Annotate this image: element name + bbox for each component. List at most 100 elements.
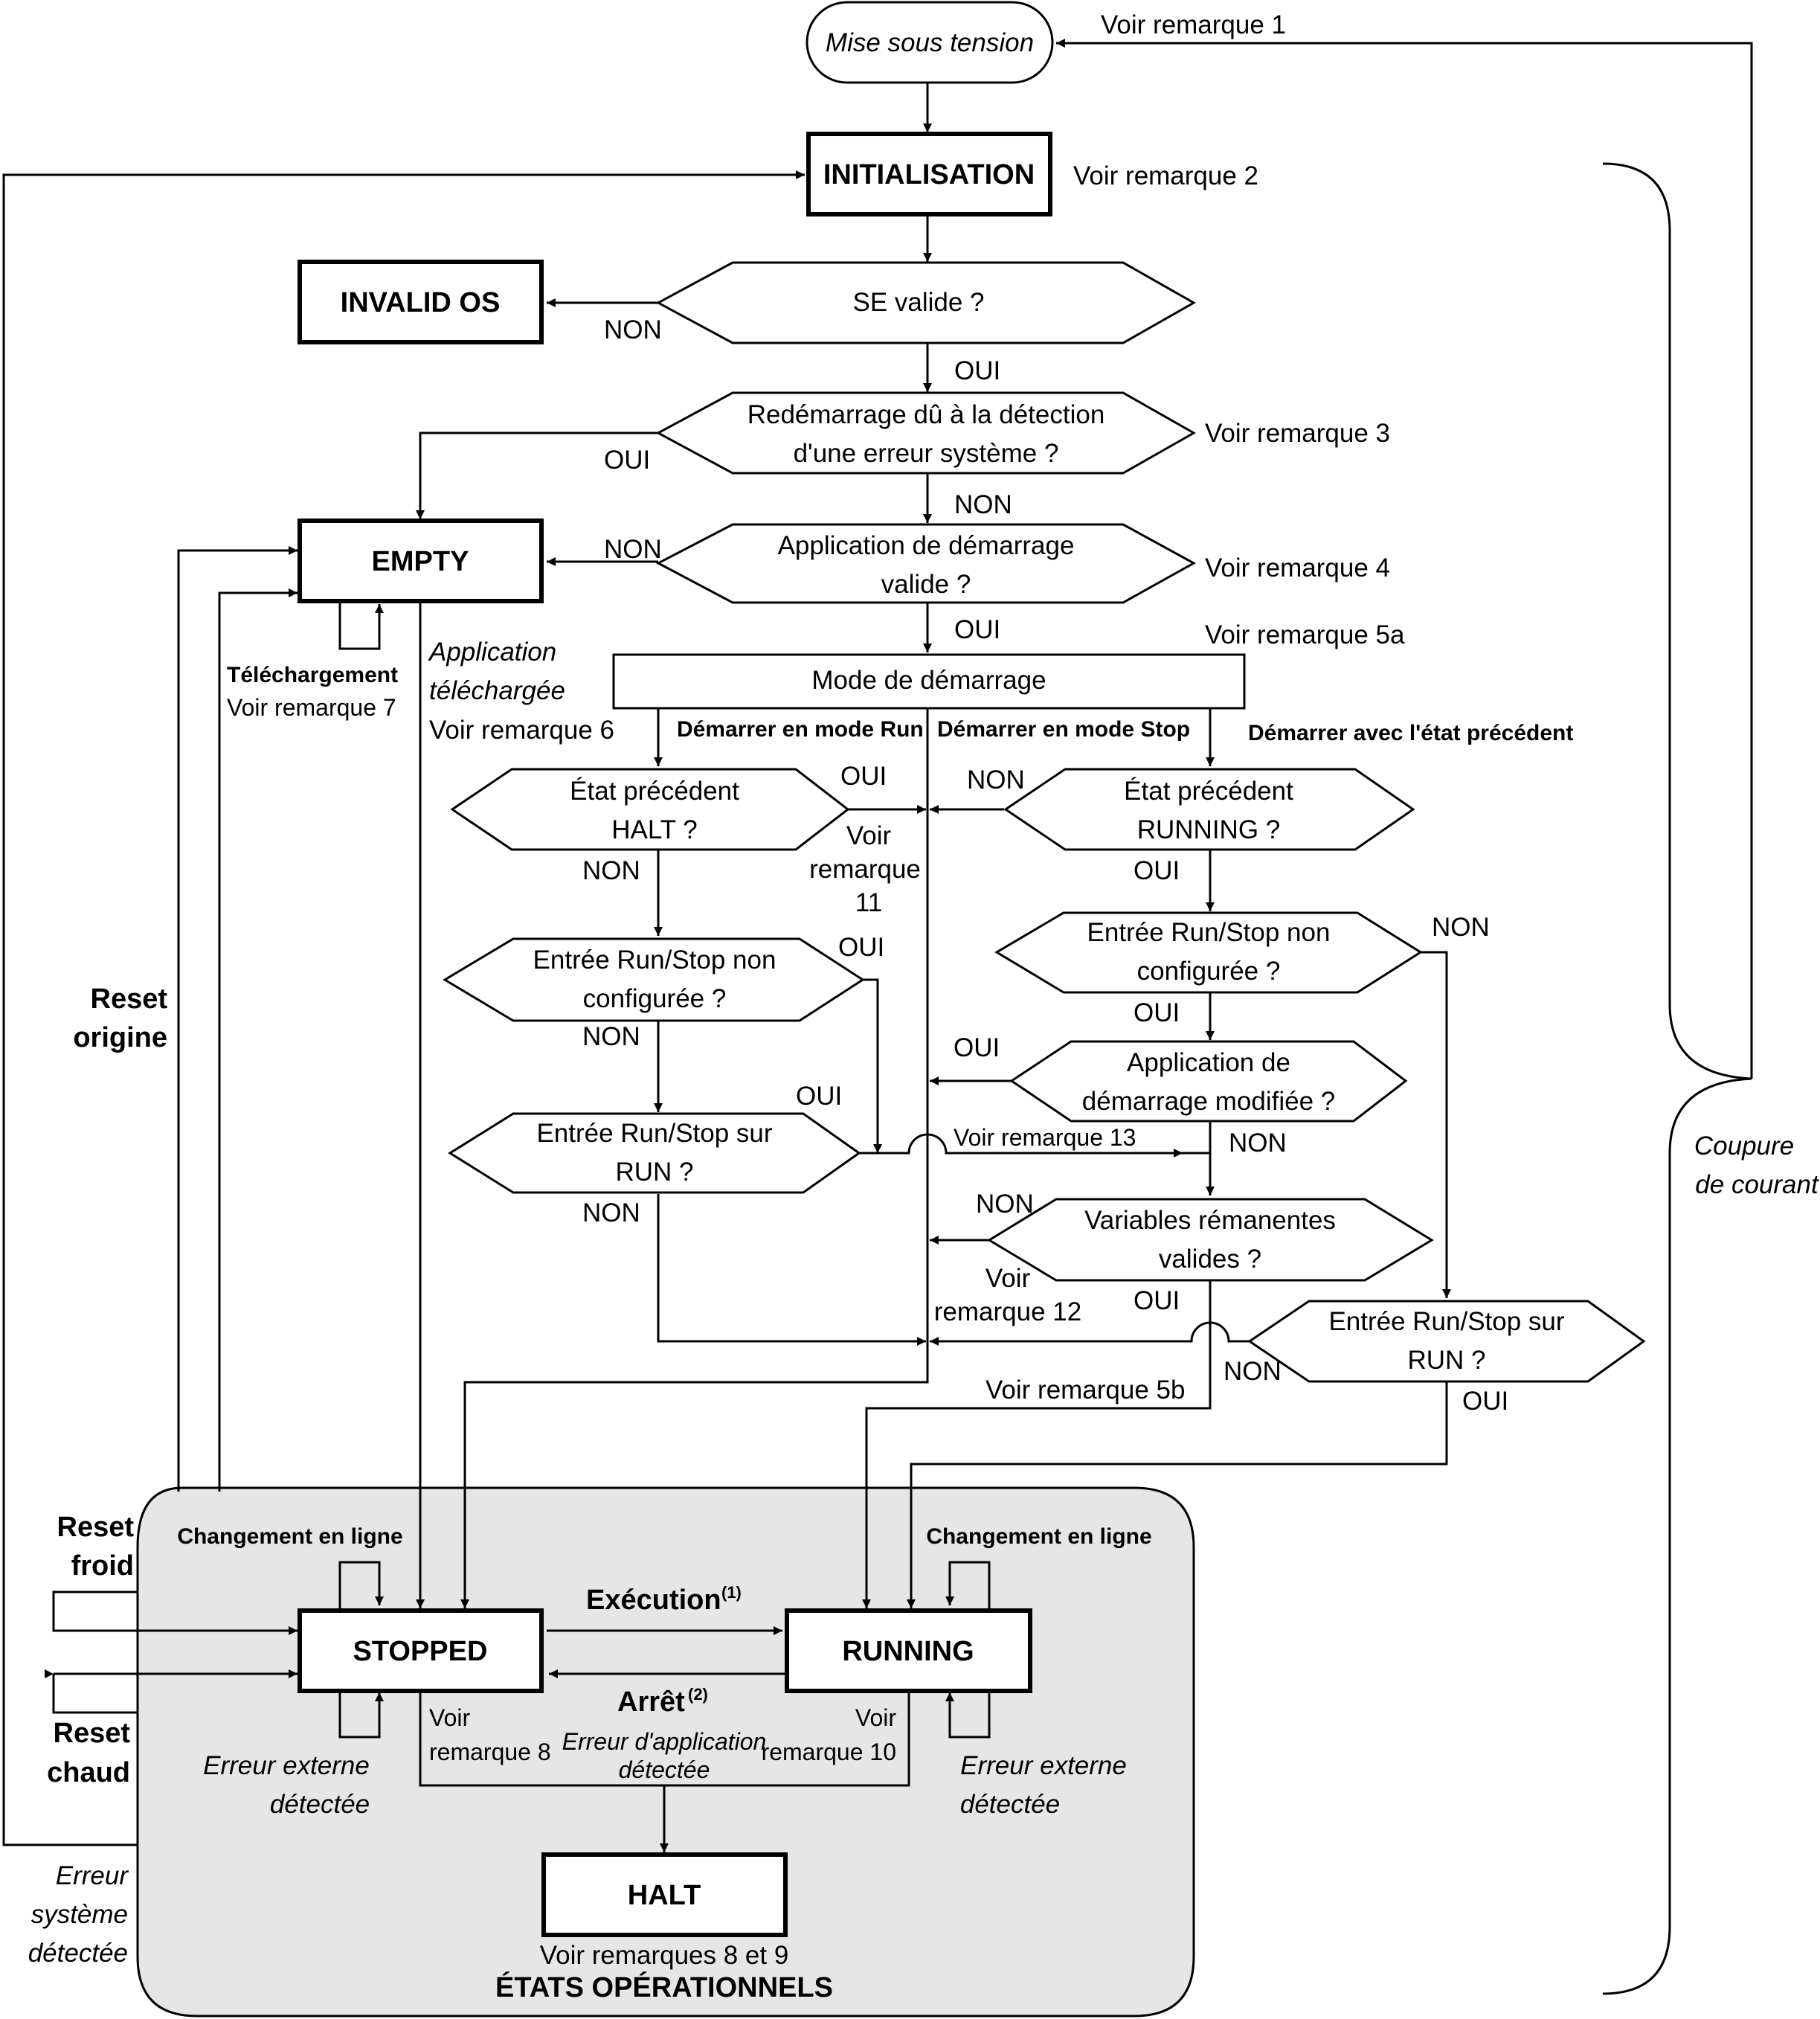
note-2: Voir remarque 2 (1073, 161, 1258, 190)
boot-app-valid-no: NON (604, 535, 662, 564)
runstop-not-cfg-left-yes: OUI (838, 933, 884, 962)
runstop-not-cfg-left-no: NON (582, 1022, 640, 1051)
prev-running-line2: RUNNING ? (1137, 815, 1281, 844)
halt-label: HALT (628, 1880, 701, 1911)
note-8-line2: remarque 8 (429, 1739, 551, 1765)
empty-state (298, 519, 544, 603)
runstop-on-run-left-line2: RUN ? (615, 1158, 693, 1187)
start-run-label: Démarrer en mode Run (677, 717, 924, 742)
runstop-not-cfg-right-line2: configurée ? (1137, 957, 1281, 986)
power-cut-line2: de courant (1695, 1170, 1819, 1199)
retained-vars-yes: OUI (1134, 1286, 1180, 1315)
note-5a: Voir remarque 5a (1205, 620, 1405, 649)
app-downloaded-line2: téléchargée (429, 676, 565, 705)
runstop-on-run-right-yes: OUI (1462, 1387, 1508, 1416)
boot-app-valid-yes: OUI (954, 615, 1000, 644)
prev-running-yes: OUI (1134, 856, 1180, 885)
note-11-line2: remarque (809, 855, 921, 884)
app-error-line1: Erreur d'application (562, 1728, 767, 1755)
note-12-line2: remarque 12 (934, 1297, 1081, 1326)
note-10-line1: Voir (855, 1704, 896, 1731)
system-error-line2: système (31, 1900, 128, 1929)
reset-cold-line2: froid (71, 1550, 134, 1582)
boot-app-modified-no: NON (1229, 1129, 1287, 1158)
reset-cold-line1: Reset (57, 1512, 135, 1543)
invalid-os-label: INVALID OS (341, 287, 501, 318)
ext-error-left-line1: Erreur externe (203, 1751, 370, 1780)
reset-origin-line2: origine (73, 1022, 167, 1053)
prev-halt-line2: HALT ? (611, 815, 697, 844)
stop-label: Arrêt (617, 1686, 685, 1718)
invalid-os-state (298, 260, 544, 344)
runstop-not-cfg-right-line1: Entrée Run/Stop non (1087, 918, 1331, 947)
runstop-not-cfg-right-no: NON (1432, 913, 1490, 942)
se-valid-label: SE valide ? (852, 288, 984, 317)
runstop-not-cfg-left-line2: configurée ? (583, 984, 727, 1013)
power-cut-line1: Coupure (1694, 1132, 1794, 1161)
se-valid-no: NON (604, 315, 662, 344)
ext-error-left-line2: détectée (270, 1790, 370, 1819)
system-error-line3: détectée (28, 1939, 128, 1968)
boot-app-modified-line2: démarrage modifiée ? (1082, 1087, 1335, 1116)
running-state (785, 1608, 1032, 1693)
runstop-on-run-right-no: NON (1223, 1357, 1282, 1386)
start-prev-label: Démarrer avec l'état précédent (1248, 721, 1573, 745)
runstop-on-run-left-line1: Entrée Run/Stop sur (536, 1119, 772, 1148)
power-on-label: Mise sous tension (826, 28, 1034, 57)
runstop-not-cfg-right-decision (994, 911, 1423, 994)
retained-vars-line1: Variables rémanentes (1084, 1206, 1336, 1235)
system-error-line1: Erreur (56, 1861, 129, 1890)
note-4: Voir remarque 4 (1205, 553, 1390, 582)
retained-vars-line2: valides ? (1159, 1245, 1261, 1274)
online-change-left: Changement en ligne (177, 1524, 402, 1549)
online-change-right: Changement en ligne (926, 1524, 1151, 1549)
prev-halt-decision (450, 768, 850, 851)
runstop-on-run-right-line1: Entrée Run/Stop sur (1328, 1307, 1564, 1336)
execution-label: Exécution (586, 1585, 721, 1616)
runstop-not-cfg-left-decision (443, 937, 865, 1022)
note-11-line3: 11 (855, 888, 882, 917)
reset-origin-line1: Reset (91, 983, 168, 1015)
se-valid-decision (655, 261, 1197, 344)
empty-label: EMPTY (372, 546, 469, 577)
note-13: Voir remarque 13 (954, 1124, 1136, 1151)
power-cut-brace (1602, 162, 1752, 1995)
prev-running-decision (1003, 768, 1415, 851)
restart-error-line1: Redémarrage dû à la détection (747, 400, 1105, 429)
execution-note: (1) (721, 1583, 742, 1602)
restart-error-line2: d'une erreur système ? (794, 439, 1059, 468)
prev-halt-yes: OUI (840, 762, 887, 791)
runstop-not-cfg-right-yes: OUI (1134, 998, 1180, 1027)
se-valid-yes: OUI (954, 356, 1000, 385)
flow-arrows (2, 39, 1753, 1852)
boot-app-modified-line1: Application de (1127, 1048, 1290, 1077)
boot-app-valid-line1: Application de démarrage (778, 531, 1075, 560)
runstop-on-run-left-decision (448, 1112, 861, 1194)
restart-error-no: NON (954, 490, 1012, 519)
note-12-line1: Voir (985, 1264, 1031, 1293)
note-1: Voir remarque 1 (1101, 10, 1286, 39)
runstop-on-run-left-yes: OUI (796, 1082, 842, 1111)
stop-note: (2) (688, 1685, 708, 1704)
halt-state (541, 1852, 788, 1937)
prev-running-line1: État précédent (1124, 777, 1293, 806)
running-label: RUNNING (842, 1636, 974, 1667)
power-on-node (806, 1, 1054, 84)
boot-app-modified-decision (1009, 1040, 1408, 1123)
stopped-state (298, 1608, 544, 1693)
initialisation-label: INITIALISATION (823, 159, 1035, 190)
reset-warm-line2: chaud (47, 1757, 130, 1788)
note-10-line2: remarque 10 (762, 1739, 896, 1765)
retained-vars-decision (987, 1198, 1434, 1282)
retained-vars-no: NON (976, 1190, 1034, 1219)
boot-app-valid-line2: valide ? (881, 570, 971, 599)
restart-error-decision (655, 391, 1197, 475)
app-error-line2: détectée (619, 1756, 710, 1783)
prev-halt-no: NON (582, 856, 640, 885)
app-downloaded-line1: Application (428, 638, 556, 667)
restart-error-yes: OUI (604, 446, 650, 475)
note-8-line1: Voir (429, 1704, 470, 1731)
reset-warm-line1: Reset (54, 1718, 131, 1749)
ext-error-right-line2: détectée (960, 1790, 1060, 1819)
